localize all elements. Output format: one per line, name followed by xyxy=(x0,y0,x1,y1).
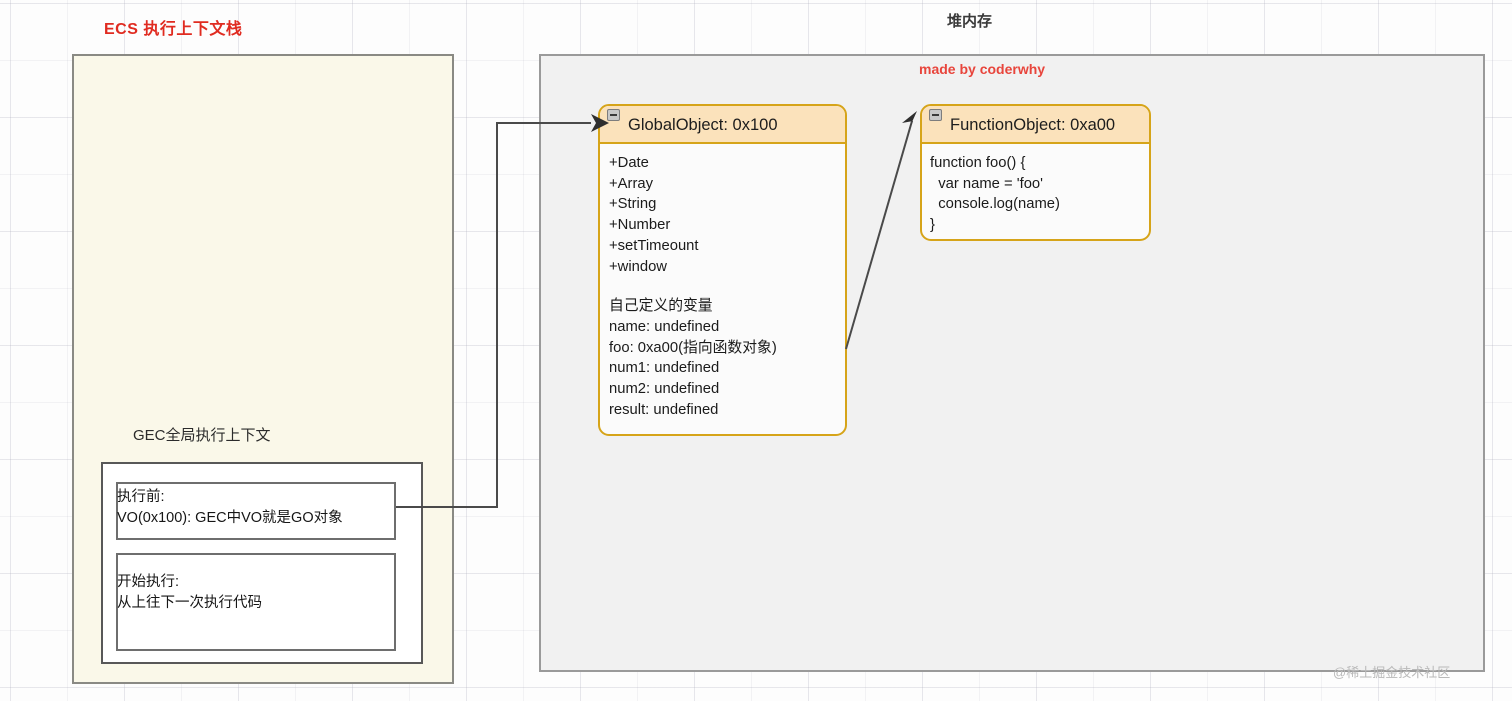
start-exec-text: 开始执行: 从上往下一次执行代码 xyxy=(117,574,262,611)
global-object-title: GlobalObject: 0x100 xyxy=(628,116,778,134)
minus-icon[interactable] xyxy=(929,109,942,121)
made-by-label: made by coderwhy xyxy=(919,61,1046,77)
watermark: @稀土掘金技术社区 xyxy=(1333,665,1451,680)
spacer xyxy=(609,277,845,296)
before-exec-box xyxy=(116,482,396,540)
before-exec-text: 执行前: VO(0x100): GEC中VO就是GO对象 xyxy=(117,489,343,526)
minus-icon[interactable] xyxy=(607,109,620,121)
function-object-title: FunctionObject: 0xa00 xyxy=(950,116,1116,134)
stack-title: ECS 执行上下文栈 xyxy=(104,21,243,38)
global-object-builtins: +Date +Array +String +Number +setTimeoun… xyxy=(609,155,699,275)
function-object-node: FunctionObject: 0xa00 function foo() { v… xyxy=(920,104,1151,241)
global-object-node: GlobalObject: 0x100 +Date +Array +String… xyxy=(598,104,847,436)
global-object-header: GlobalObject: 0x100 xyxy=(600,106,845,144)
heap-title: 堆内存 xyxy=(947,13,993,30)
global-object-custom-vars: 自己定义的变量 name: undefined foo: 0xa00(指向函数对… xyxy=(609,298,777,418)
start-exec-box xyxy=(116,553,396,651)
global-object-body: +Date +Array +String +Number +setTimeoun… xyxy=(600,144,845,428)
function-object-header: FunctionObject: 0xa00 xyxy=(922,106,1149,144)
function-object-body: function foo() { var name = 'foo' consol… xyxy=(930,155,1060,234)
gec-label: GEC全局执行上下文 xyxy=(133,427,271,444)
